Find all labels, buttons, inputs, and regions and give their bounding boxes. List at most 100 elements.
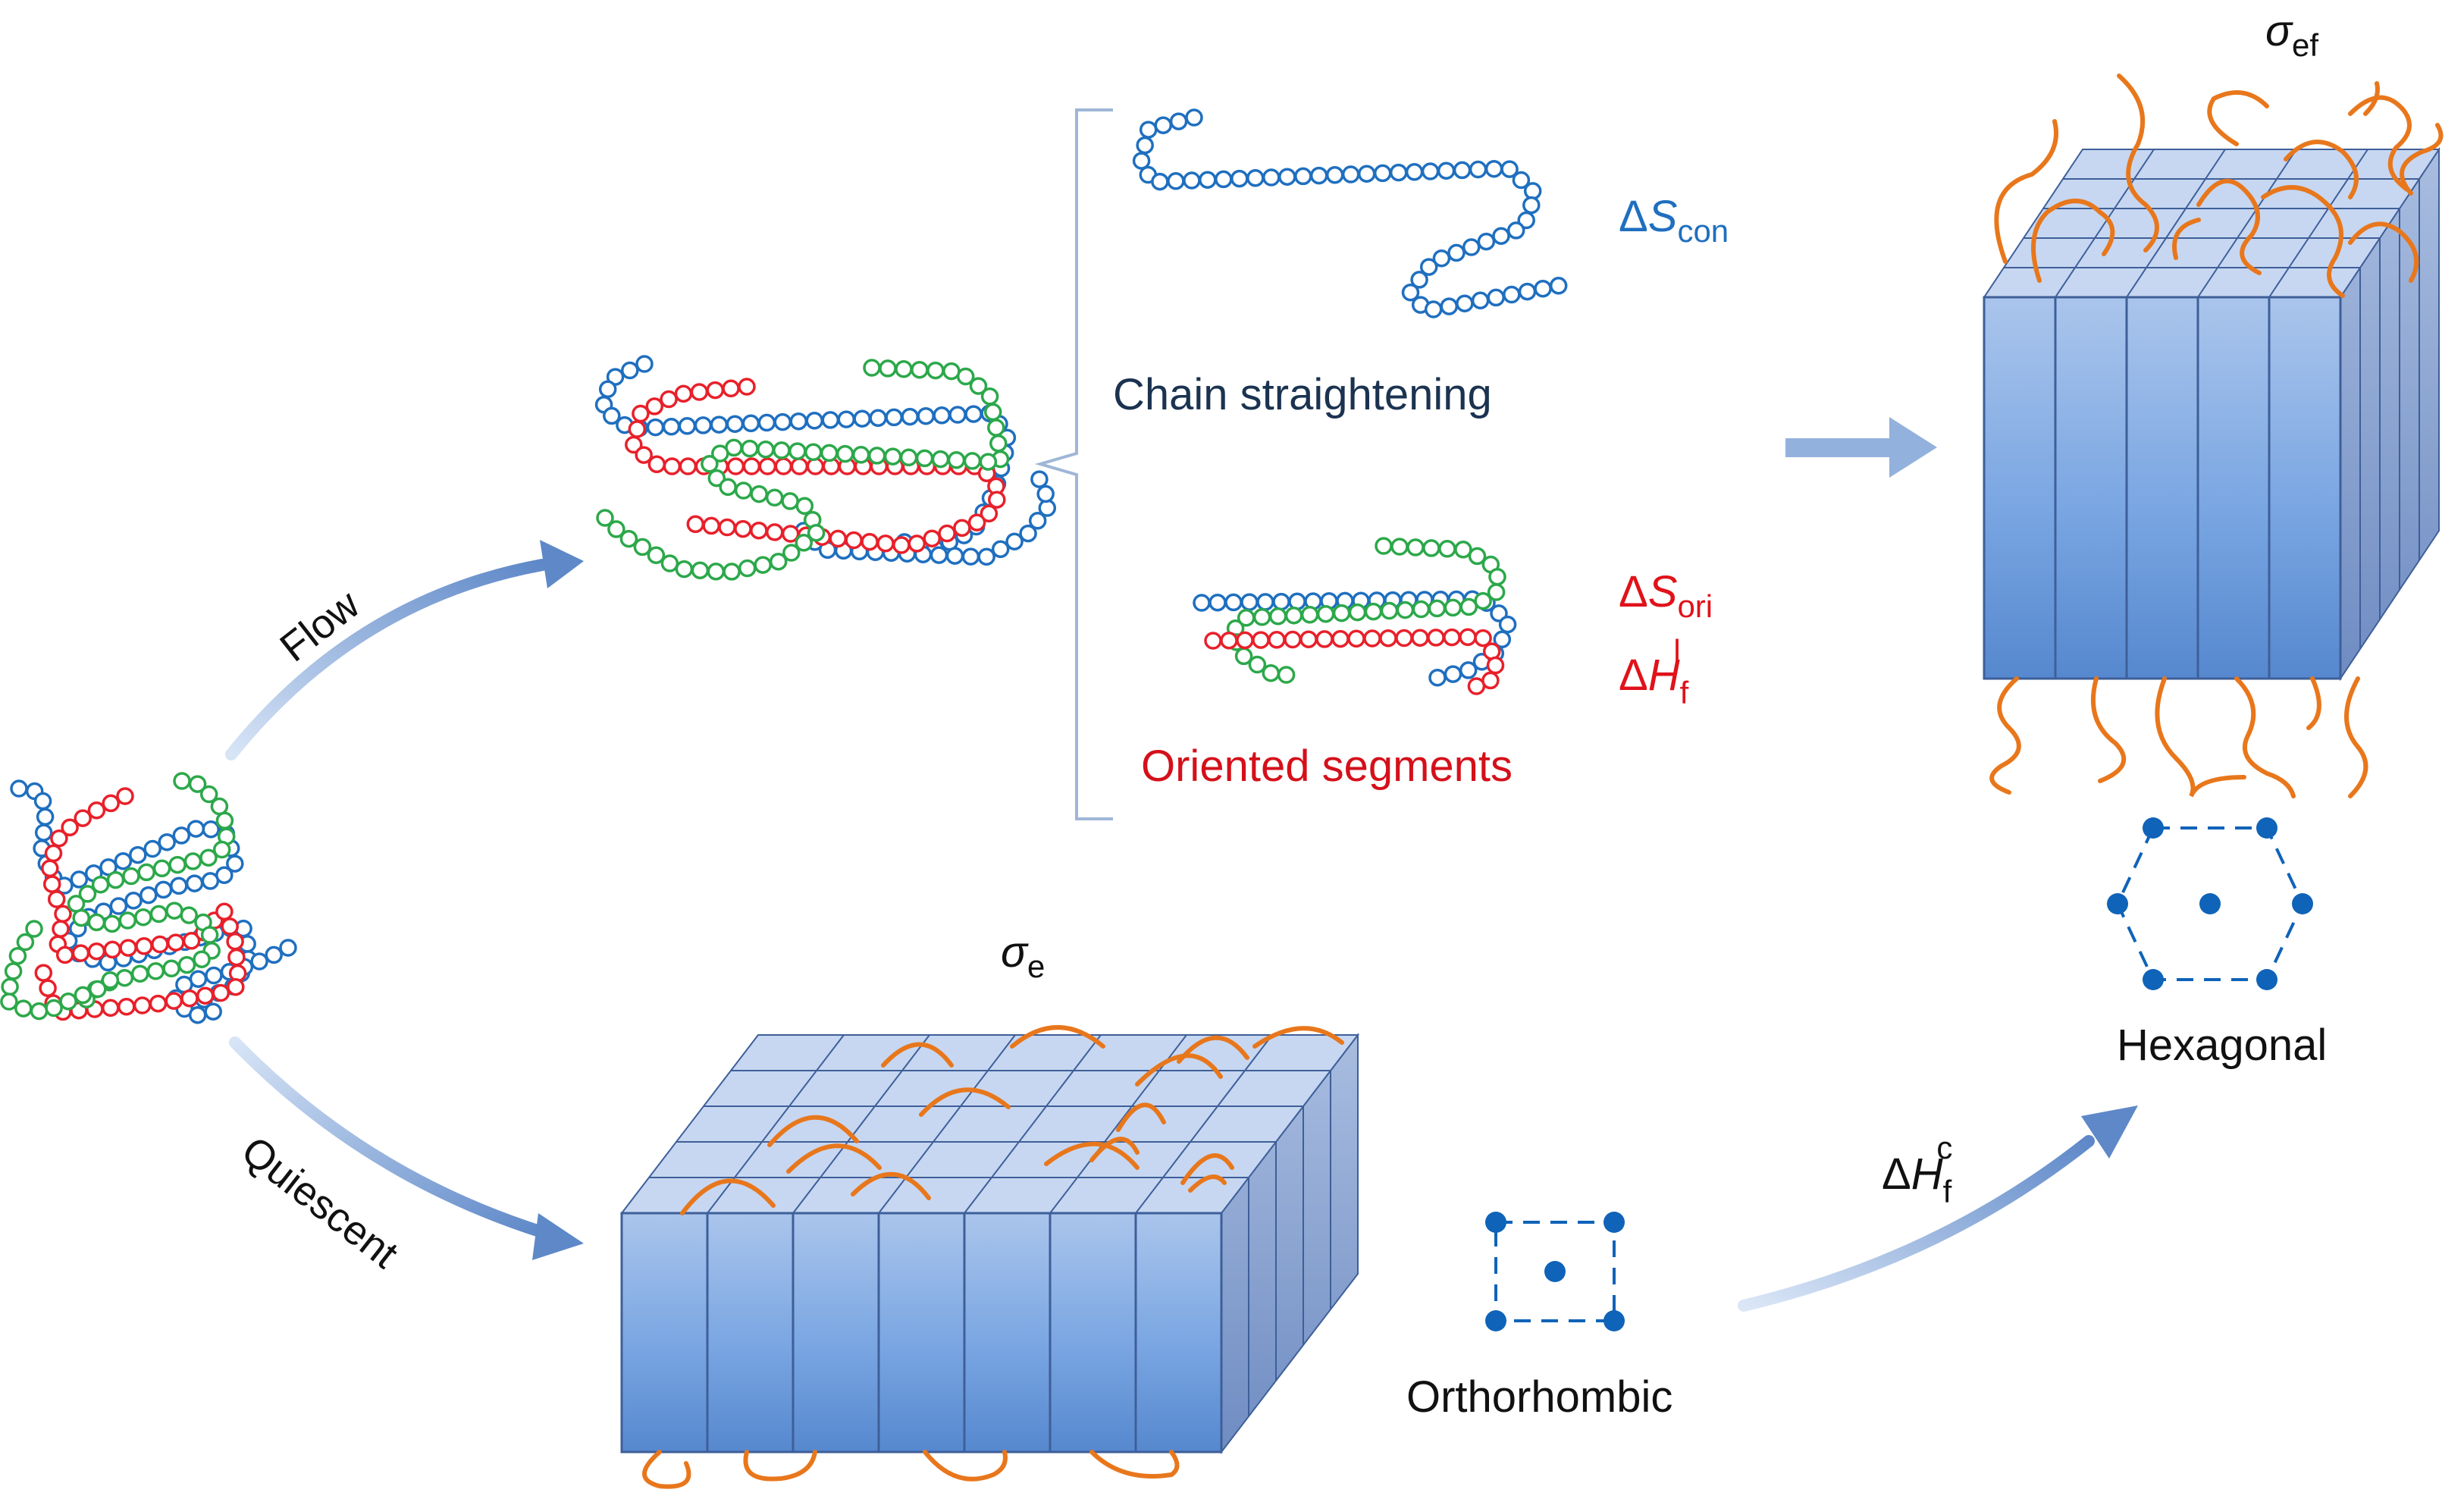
chain-bead xyxy=(1389,163,1408,182)
hf-transition-arrow xyxy=(1738,1105,2138,1312)
chain-bead xyxy=(1252,631,1270,649)
chain-bead xyxy=(741,439,759,458)
chain-bead xyxy=(193,950,211,968)
chain-bead xyxy=(118,911,137,930)
chain-bead xyxy=(143,839,161,858)
chain-bead xyxy=(129,845,147,864)
chain-bead xyxy=(967,513,986,532)
chain-bead xyxy=(660,390,678,409)
chain-bead xyxy=(773,412,792,431)
chain-bead xyxy=(173,772,191,790)
chain-bead xyxy=(1167,172,1185,190)
chain-bead xyxy=(619,529,638,548)
chain-bead xyxy=(1486,656,1505,675)
chain-bead xyxy=(1284,606,1303,625)
chain-bead xyxy=(154,880,173,899)
hexagonal-crystal xyxy=(1983,74,2444,798)
chain-bead xyxy=(226,855,244,873)
chain-bead xyxy=(1406,538,1425,557)
quiescent-label: Quiescent xyxy=(234,1127,407,1277)
chain-bead xyxy=(1427,629,1445,647)
chain-bead xyxy=(124,892,143,910)
flow-arrow xyxy=(225,540,584,760)
chain-bead xyxy=(646,418,665,437)
coil-chain-green-2 xyxy=(0,920,120,1021)
chain-bead xyxy=(39,979,57,998)
chain-bead xyxy=(867,447,886,465)
chain-bead xyxy=(102,794,120,813)
chain-bead xyxy=(929,546,948,564)
chain-bead xyxy=(795,497,814,516)
chain-bead xyxy=(72,908,90,927)
chain-bead xyxy=(938,524,956,543)
chain-bead xyxy=(87,913,106,932)
chain-bead xyxy=(991,540,1010,559)
chain-bead xyxy=(151,935,169,954)
chain-bead xyxy=(106,870,125,889)
chain-bead xyxy=(1154,116,1173,134)
chain-bead xyxy=(804,443,823,462)
chain-bead xyxy=(742,457,761,475)
chain-bead xyxy=(674,384,693,403)
chain-bead xyxy=(625,435,643,454)
chain-bead xyxy=(1169,112,1188,130)
chain-bead xyxy=(701,455,719,473)
chain-bead xyxy=(1474,629,1492,648)
chain-bead xyxy=(36,808,55,826)
chain-bead xyxy=(675,560,694,579)
chain-bead xyxy=(598,380,617,399)
chain-bead xyxy=(34,964,53,982)
chain-bead xyxy=(734,481,753,500)
chain-bead xyxy=(199,848,218,867)
chain-bead xyxy=(34,823,53,842)
chain-bead xyxy=(44,844,63,863)
chain-bead xyxy=(1534,279,1552,298)
chain-bead xyxy=(1,977,19,996)
hexagonal-lattice xyxy=(2107,817,2313,990)
chain-bead xyxy=(806,457,825,475)
chain-bead xyxy=(1272,592,1290,611)
chain-bead xyxy=(1268,607,1287,626)
chain-bead xyxy=(8,946,27,965)
chain-bead xyxy=(632,404,650,423)
chain-bead xyxy=(1199,171,1217,189)
chain-bead xyxy=(1237,609,1256,627)
chain-bead xyxy=(961,547,980,566)
chain-bead xyxy=(204,1002,222,1021)
chain-bead xyxy=(987,419,1005,437)
chain-bead xyxy=(1469,160,1487,179)
chain-bead xyxy=(718,518,736,537)
chain-bead xyxy=(635,446,653,464)
chain-bead xyxy=(663,457,682,475)
chain-bead xyxy=(205,966,223,985)
chain-bead xyxy=(707,563,726,581)
chain-bead xyxy=(989,434,1008,453)
orthorhombic-label: Orthorhombic xyxy=(1406,1372,1672,1422)
chain-bead xyxy=(1230,169,1249,188)
chain-bead xyxy=(1500,160,1519,178)
chain-bead xyxy=(926,361,945,380)
chain-bead xyxy=(1453,161,1472,180)
crystal-lamella xyxy=(706,1212,795,1454)
chain-bead xyxy=(152,859,171,878)
chain-bead xyxy=(55,945,74,964)
chain-bead xyxy=(686,515,705,534)
chain-bead xyxy=(820,444,839,463)
chain-bead xyxy=(1459,661,1478,679)
chain-bead xyxy=(165,902,183,920)
chain-bead xyxy=(1459,597,1478,616)
chain-bead xyxy=(876,534,895,553)
chain-bead xyxy=(691,561,710,579)
chain-bead xyxy=(1215,170,1233,189)
chain-bead xyxy=(1316,604,1335,623)
chain-bead xyxy=(183,852,202,870)
chain-bead xyxy=(1471,291,1490,310)
chain-bead xyxy=(710,416,729,434)
chain-bead xyxy=(140,886,158,905)
chain-bead xyxy=(54,905,72,924)
chain-bead xyxy=(1256,593,1274,611)
chain-bead xyxy=(1373,164,1392,183)
chain-bead xyxy=(621,361,639,380)
crystal-top-divider xyxy=(2268,149,2368,298)
chain-bead xyxy=(741,414,760,433)
